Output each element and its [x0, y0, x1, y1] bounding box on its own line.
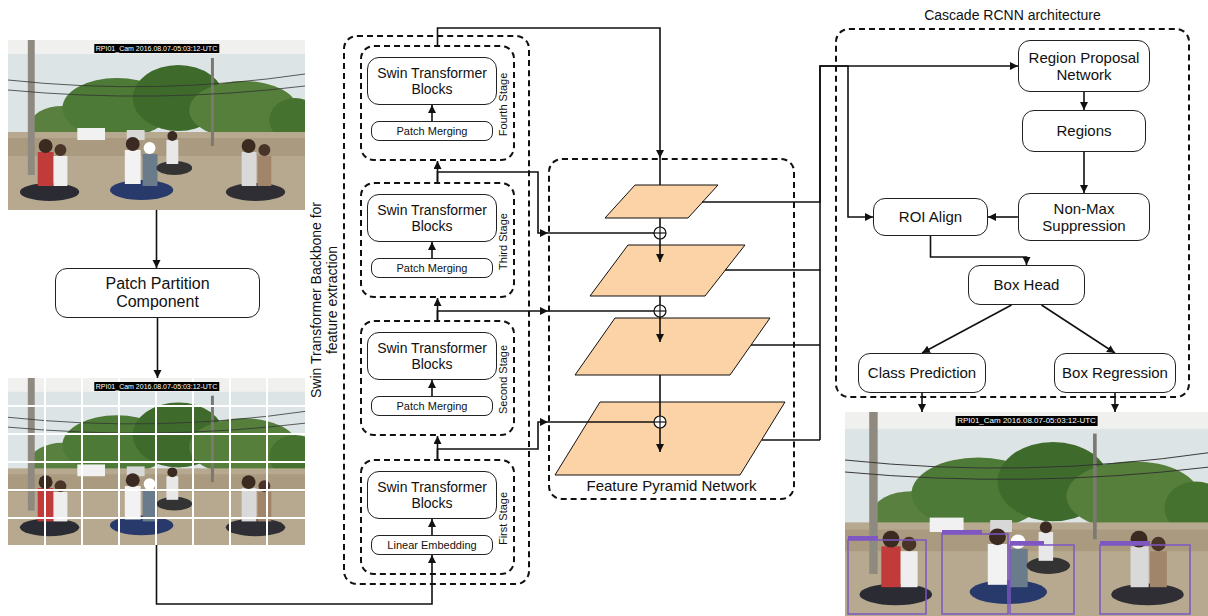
block-box: Swin Transformer Blocks [367, 471, 497, 519]
box-label: Patch Merging [397, 125, 468, 137]
process-box: Patch Partition Component [55, 268, 260, 318]
connector [921, 393, 923, 412]
block-box: Swin Transformer Blocks [367, 57, 497, 105]
stage-group: Fourth Stage Swin Transformer BlocksPatch… [360, 45, 515, 161]
output-box: Class Prediction [858, 353, 986, 393]
box-label: Swin Transformer Blocks [374, 340, 490, 372]
photo-frame: RPI01_Cam 2016.08.07-05:03:12-UTC [845, 412, 1208, 616]
connector [795, 66, 1018, 202]
box-label: Box Head [994, 276, 1060, 293]
box-label: Regions [1056, 122, 1111, 139]
connector [922, 305, 1012, 353]
connector [438, 422, 549, 459]
process-box: Regions [1022, 110, 1146, 152]
detection-boxes [848, 534, 1190, 614]
stage-group: Third Stage Swin Transformer BlocksPatch … [360, 182, 515, 298]
merge-box: Patch Merging [371, 121, 493, 141]
group-title: Cascade RCNN architecture [837, 6, 1188, 24]
input-photo [8, 40, 321, 210]
fpn-group: Feature Pyramid Network [548, 158, 795, 500]
patch-grid [8, 378, 305, 545]
connector [431, 242, 433, 258]
partitioned-photo [8, 378, 321, 545]
output-box: Box Regression [1054, 353, 1176, 393]
cascade-group: Cascade RCNN architectureRegion Proposal… [835, 28, 1190, 398]
output-photo [845, 412, 1208, 616]
group-title: Third Stage [497, 187, 510, 297]
box-label: Swin Transformer Blocks [374, 202, 490, 234]
sum-symbols [654, 227, 666, 428]
group-title: RPI01_Cam 2016.08.07-05:03:12-UTC [94, 44, 219, 53]
connector [431, 105, 433, 121]
process-box: Box Head [968, 265, 1085, 305]
box-label: Patch Partition Component [88, 275, 228, 312]
connector [431, 519, 433, 535]
group-title: Swin Transformer Backbone for feature ex… [308, 200, 340, 400]
stage-group: First Stage Swin Transformer BlocksLinear… [360, 459, 515, 575]
box-label: Linear Embedding [387, 539, 476, 551]
group-title: Feature Pyramid Network [550, 477, 793, 495]
connector [156, 210, 158, 268]
box-label: Region Proposal Network [1025, 49, 1143, 84]
connector [988, 216, 1018, 218]
process-box: Non-Max Suppression [1018, 193, 1150, 241]
box-label: Box Regression [1062, 364, 1168, 381]
group-title: Fourth Stage [497, 50, 510, 160]
group-title: RPI01_Cam 2016.08.07-05:03:12-UTC [94, 382, 219, 391]
connector [1083, 92, 1085, 110]
block-box: Swin Transformer Blocks [367, 194, 497, 242]
connector [1083, 152, 1085, 193]
group-title: RPI01_Cam 2016.08.07-05:03:12-UTC [955, 416, 1098, 426]
box-label: Class Prediction [868, 364, 976, 381]
block-box: Swin Transformer Blocks [367, 332, 497, 380]
stage-group: Second Stage Swin Transformer BlocksPatch… [360, 320, 515, 436]
box-label: Patch Merging [397, 400, 468, 412]
pyramid-levels [555, 185, 785, 475]
pyramid-wires [548, 158, 820, 452]
box-label: Swin Transformer Blocks [374, 479, 490, 511]
connector [431, 380, 433, 396]
merge-box: Patch Merging [371, 396, 493, 416]
connector [1042, 305, 1116, 353]
connector [1114, 393, 1116, 412]
embed-box: Linear Embedding [371, 535, 493, 555]
box-label: Non-Max Suppression [1025, 200, 1143, 235]
process-box: ROI Align [873, 198, 988, 236]
merge-box: Patch Merging [371, 258, 493, 278]
group-title: Second Stage [497, 325, 510, 435]
connector [438, 311, 549, 320]
photo-frame: RPI01_Cam 2016.08.07-05:03:12-UTC [8, 378, 305, 545]
connector [931, 236, 1027, 265]
connector [795, 66, 873, 270]
detection-tags [848, 530, 1150, 545]
photo-frame: RPI01_Cam 2016.08.07-05:03:12-UTC [8, 40, 305, 210]
group-title: First Stage [497, 464, 510, 574]
box-label: Swin Transformer Blocks [374, 65, 490, 97]
process-box: Region Proposal Network [1018, 40, 1150, 92]
box-label: Patch Merging [397, 262, 468, 274]
connector [157, 318, 159, 378]
backbone-group: Swin Transformer Backbone for feature ex… [343, 35, 530, 585]
box-label: ROI Align [899, 208, 962, 225]
